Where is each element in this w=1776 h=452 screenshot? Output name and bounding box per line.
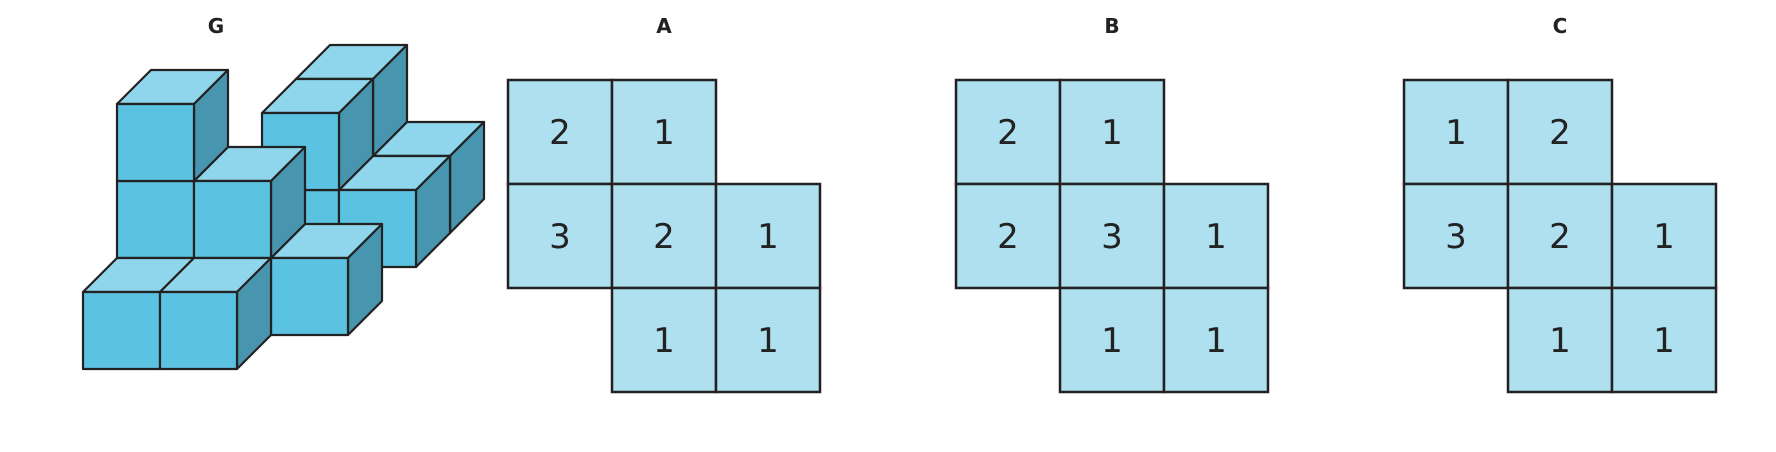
view-grid-c: 1 2 3 2 1 1 1: [1402, 78, 1718, 394]
grid-cell: [1162, 286, 1270, 394]
isometric-cube-stack: [81, 43, 486, 371]
cell-count: 1: [1101, 321, 1123, 361]
cell-count: 1: [1549, 321, 1571, 361]
cell-count: 2: [1549, 217, 1571, 257]
cell-count: 1: [1205, 217, 1227, 257]
cell-count: 2: [997, 113, 1019, 153]
grid-cell: [506, 78, 614, 186]
cell-count: 1: [1101, 113, 1123, 153]
grid-cell: [1058, 78, 1166, 186]
cell-count: 3: [1445, 217, 1467, 257]
cell-count: 1: [653, 113, 675, 153]
cell-count: 1: [757, 217, 779, 257]
panel-a-label: A: [656, 14, 672, 38]
view-grid-a: 2 1 3 2 1 1 1: [506, 78, 822, 394]
cell-count: 1: [1653, 217, 1675, 257]
grid-cell: [1506, 286, 1614, 394]
grid-cell: [714, 182, 822, 290]
cell-count: 2: [997, 217, 1019, 257]
grid-cell: [610, 286, 718, 394]
cell-count: 1: [1205, 321, 1227, 361]
grid-cell: [1162, 182, 1270, 290]
panel-g-label: G: [208, 14, 224, 38]
cell-count: 1: [653, 321, 675, 361]
cell-count: 3: [549, 217, 571, 257]
grid-cell: [506, 182, 614, 290]
grid-cell: [610, 78, 718, 186]
cell-count: 3: [1101, 217, 1123, 257]
cell-count: 1: [1653, 321, 1675, 361]
cube: [269, 222, 384, 337]
grid-cell: [1610, 182, 1718, 290]
cell-count: 1: [757, 321, 779, 361]
cell-count: 2: [549, 113, 571, 153]
cube: [192, 145, 307, 260]
panel-c-label: C: [1553, 14, 1568, 38]
grid-cell: [1610, 286, 1718, 394]
cell-count: 2: [1549, 113, 1571, 153]
grid-cell: [954, 78, 1062, 186]
grid-cell: [714, 286, 822, 394]
grid-cell: [610, 182, 718, 290]
cell-count: 1: [1445, 113, 1467, 153]
view-grid-b: 2 1 2 3 1 1 1: [954, 78, 1270, 394]
cube: [158, 256, 273, 371]
panel-b-label: B: [1104, 14, 1119, 38]
cell-count: 2: [653, 217, 675, 257]
cube: [115, 68, 230, 183]
